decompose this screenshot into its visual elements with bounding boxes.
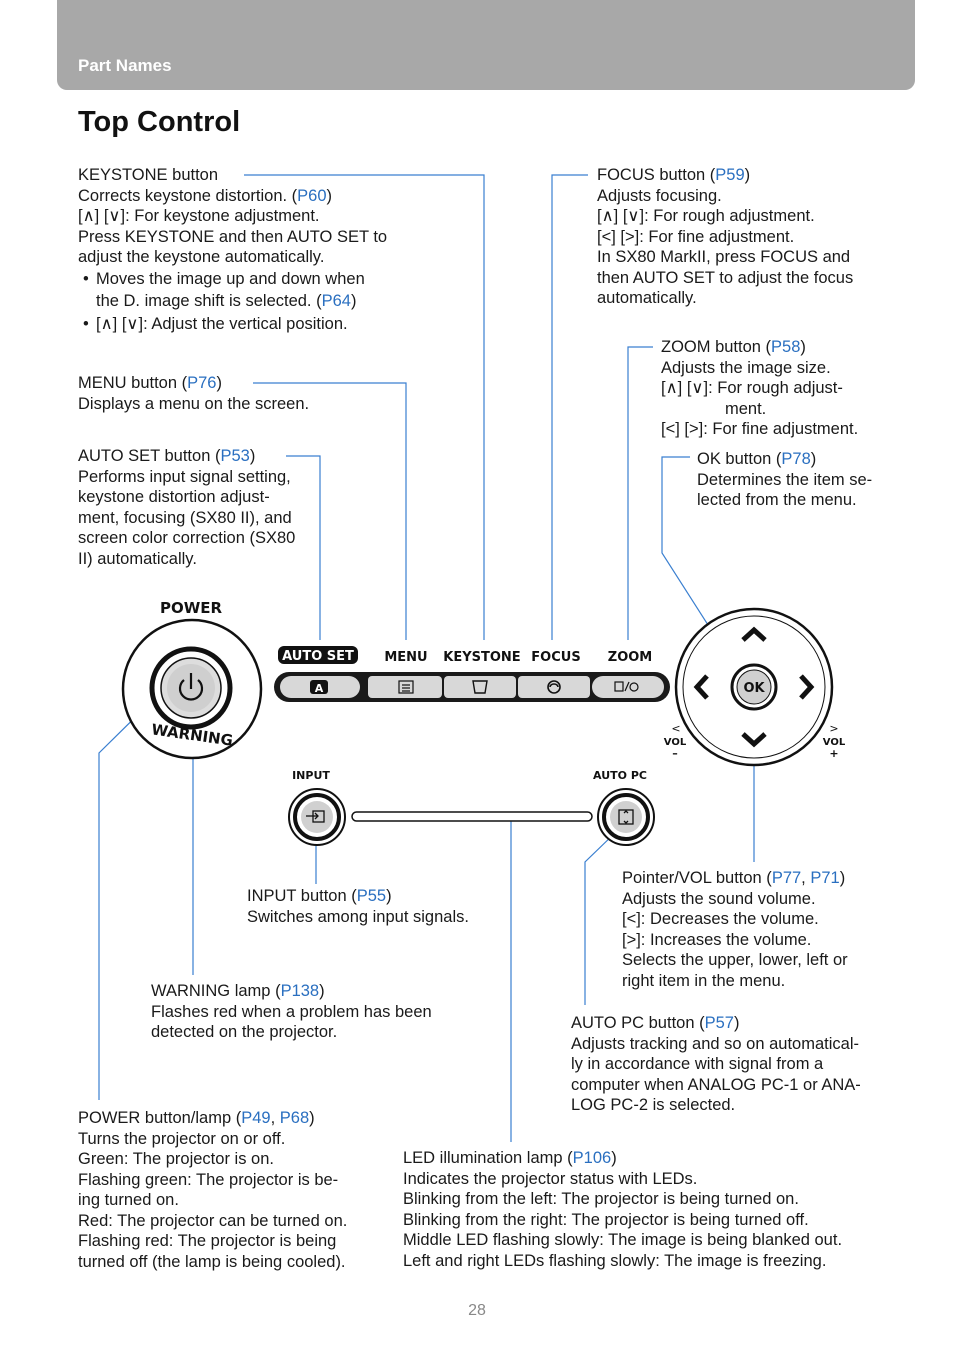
power-button[interactable] bbox=[149, 646, 233, 730]
pointer-page-link-p71[interactable]: P71 bbox=[810, 869, 840, 887]
menu-heading: MENU button ( bbox=[78, 374, 188, 392]
zoom-icon bbox=[614, 681, 639, 692]
led-description: LED illumination lamp (P106) Indicates t… bbox=[403, 1149, 843, 1270]
ok-page-link[interactable]: P78 bbox=[781, 450, 811, 468]
warning-heading: WARNING lamp ( bbox=[151, 982, 281, 1000]
keystone-bullet-2: [∧] [∨]: Adjust the vertical position. bbox=[78, 314, 438, 335]
page-title: Top Control bbox=[78, 106, 241, 138]
focus-icon bbox=[547, 680, 561, 694]
ok-leader bbox=[661, 456, 741, 676]
autoset-page-link[interactable]: P53 bbox=[220, 447, 250, 465]
menu-leader bbox=[253, 382, 407, 640]
right-arrow-icon[interactable] bbox=[799, 674, 815, 700]
menu-icon bbox=[398, 680, 414, 694]
keystone-leader bbox=[244, 174, 485, 640]
power-panel-label: POWER bbox=[160, 599, 223, 617]
zoom-page-link[interactable]: P58 bbox=[771, 338, 801, 356]
warning-description: WARNING lamp (P138) Flashes red when a p… bbox=[151, 982, 432, 1041]
zoom-leader bbox=[627, 346, 653, 640]
focus-panel-label: FOCUS bbox=[531, 650, 580, 665]
input-page-link[interactable]: P55 bbox=[356, 887, 387, 905]
input-description: INPUT button (P55) Switches among input … bbox=[247, 887, 469, 926]
menu-key[interactable] bbox=[368, 676, 442, 698]
power-description: POWER button/lamp (P49, P68) Turns the p… bbox=[78, 1109, 348, 1271]
power-heading: POWER button/lamp ( bbox=[78, 1109, 242, 1127]
power-page-link-p49[interactable]: P49 bbox=[241, 1109, 271, 1127]
section-label: Part Names bbox=[78, 56, 172, 75]
vol-minus: – bbox=[672, 747, 678, 760]
vol-right-chevron: > bbox=[829, 722, 838, 735]
autopc-description: AUTO PC button (P57) Adjusts tracking an… bbox=[571, 1014, 861, 1114]
autoset-heading: AUTO SET button ( bbox=[78, 447, 221, 465]
autopc-icon bbox=[618, 809, 634, 825]
led-page-link[interactable]: P106 bbox=[572, 1149, 612, 1167]
autopc-button[interactable] bbox=[597, 788, 655, 846]
input-icon bbox=[306, 810, 325, 823]
autoset-label-bg bbox=[278, 646, 358, 664]
keystone-page-link-p64[interactable]: P64 bbox=[321, 292, 351, 310]
power-icon bbox=[178, 673, 204, 701]
page-header-bar: Part Names bbox=[57, 0, 915, 90]
input-heading: INPUT button ( bbox=[247, 887, 357, 905]
zoom-heading: ZOOM button ( bbox=[661, 338, 772, 356]
keystone-key[interactable] bbox=[444, 676, 516, 698]
power-page-link-p68[interactable]: P68 bbox=[279, 1109, 310, 1127]
input-button[interactable] bbox=[288, 788, 346, 846]
ok-button[interactable]: OK bbox=[730, 663, 778, 711]
pointer-vol-heading: Pointer/VOL button ( bbox=[622, 869, 772, 887]
vol-right-label: VOL bbox=[823, 737, 846, 748]
keystone-description: KEYSTONE button Corrects keystone distor… bbox=[78, 165, 438, 334]
keystone-panel-label: KEYSTONE bbox=[443, 650, 520, 665]
ok-description: OK button (P78) Determines the item se- … bbox=[697, 450, 873, 509]
autoset-panel-label: AUTO SET bbox=[282, 649, 354, 664]
keystone-page-link-p60[interactable]: P60 bbox=[297, 186, 327, 205]
autopc-panel-label: AUTO PC bbox=[593, 769, 647, 782]
menu-page-link[interactable]: P76 bbox=[187, 374, 217, 392]
vol-left-chevron: < bbox=[671, 722, 680, 735]
autoset-key[interactable]: A bbox=[280, 676, 360, 698]
autoset-description: AUTO SET button (P53) Performs input sig… bbox=[78, 447, 296, 568]
autoset-key-letter: A bbox=[315, 682, 324, 695]
page-number: 28 bbox=[468, 1302, 486, 1319]
input-panel-label: INPUT bbox=[292, 769, 330, 782]
menu-description: MENU button (P76) Displays a menu on the… bbox=[78, 374, 310, 413]
zoom-description: ZOOM button (P58) Adjusts the image size… bbox=[661, 338, 859, 438]
focus-leader bbox=[551, 174, 588, 640]
keystone-heading: KEYSTONE button bbox=[78, 166, 219, 184]
led-illumination-lamp bbox=[351, 811, 593, 822]
led-heading: LED illumination lamp ( bbox=[403, 1149, 573, 1167]
autopc-heading: AUTO PC button ( bbox=[571, 1014, 705, 1032]
focus-description: FOCUS button (P59) Adjusts focusing. [∧]… bbox=[597, 166, 854, 307]
up-arrow-icon[interactable] bbox=[741, 626, 767, 642]
ok-label: OK bbox=[743, 681, 765, 696]
autoset-leader bbox=[286, 455, 321, 640]
pointer-vol-description: Pointer/VOL button (P77, P71) Adjusts th… bbox=[622, 869, 848, 990]
focus-page-link[interactable]: P59 bbox=[715, 166, 745, 184]
autopc-page-link[interactable]: P57 bbox=[704, 1014, 734, 1032]
autopc-leader bbox=[584, 831, 617, 1005]
pointer-page-link-p77[interactable]: P77 bbox=[771, 869, 802, 887]
keystone-bullet-1: Moves the image up and down when bbox=[78, 269, 438, 290]
zoom-key[interactable] bbox=[592, 676, 664, 698]
warning-page-link[interactable]: P138 bbox=[280, 982, 320, 1000]
focus-heading: FOCUS button ( bbox=[597, 166, 716, 184]
focus-key[interactable] bbox=[518, 676, 590, 698]
ok-heading: OK button ( bbox=[697, 450, 782, 468]
vol-plus: + bbox=[829, 747, 838, 760]
menu-panel-label: MENU bbox=[384, 650, 427, 665]
left-arrow-icon[interactable] bbox=[693, 674, 709, 700]
down-arrow-icon[interactable] bbox=[741, 732, 767, 748]
keystone-icon bbox=[472, 680, 488, 694]
vol-left-label: VOL bbox=[664, 737, 687, 748]
zoom-panel-label: ZOOM bbox=[608, 650, 652, 665]
